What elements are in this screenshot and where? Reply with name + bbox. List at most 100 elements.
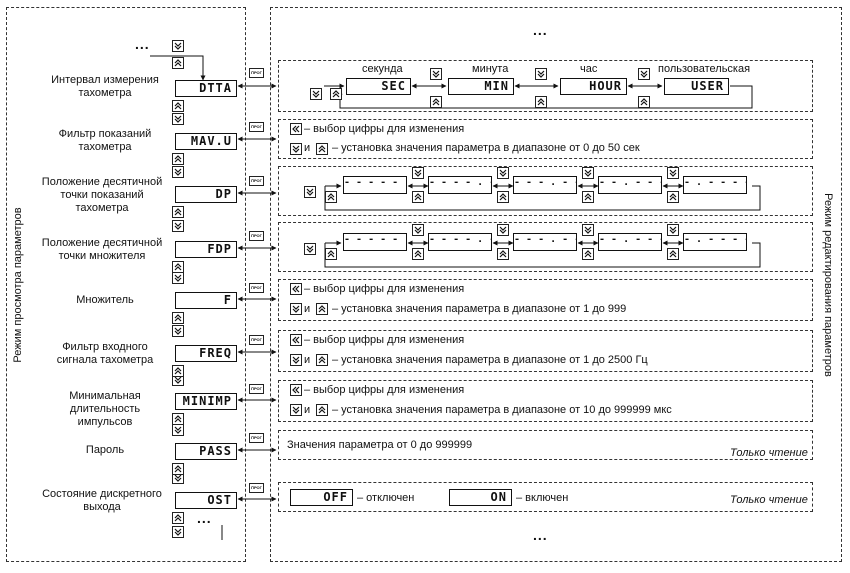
and-minimp: и <box>304 404 311 416</box>
interval-chain-down-a[interactable] <box>430 68 442 80</box>
left-up-key-top[interactable] <box>172 57 184 69</box>
fdp-chain-up-2[interactable] <box>497 248 509 260</box>
dp-chain-up-3[interactable] <box>582 191 594 203</box>
fdp-pattern-4: - - . - - - <box>598 233 662 251</box>
left-down-key-bottom[interactable] <box>172 526 184 538</box>
edit-box-f <box>278 279 813 321</box>
digit-select-mav: – выбор цифры для изменения <box>304 123 465 135</box>
dp-chain-down-3[interactable] <box>582 167 594 179</box>
dp-chain-up-1[interactable] <box>412 191 424 203</box>
fdp-chain-up-4[interactable] <box>667 248 679 260</box>
left-down-key-top[interactable] <box>172 40 184 52</box>
interval-chain-down-c[interactable] <box>638 68 650 80</box>
mav-up-key[interactable] <box>316 143 328 155</box>
prog-key-1[interactable]: ПРОГ <box>249 122 264 132</box>
ost-on-text: – включен <box>516 492 569 504</box>
fdp-pattern-2: - - - - . - <box>428 233 492 251</box>
left-up-key-8[interactable] <box>172 463 184 475</box>
fdp-chain-up-3[interactable] <box>582 248 594 260</box>
edit-box-freq <box>278 330 813 372</box>
freq-down-key[interactable] <box>290 354 302 366</box>
label-interval: Интервал измерения тахометра <box>51 74 159 99</box>
freq-digit-key[interactable] <box>290 334 302 346</box>
digit-select-minimp: – выбор цифры для изменения <box>304 384 465 396</box>
mav-down-key[interactable] <box>290 143 302 155</box>
left-up-key-6[interactable] <box>172 365 184 377</box>
left-up-key-3[interactable] <box>172 206 184 218</box>
dp-pattern-1: - - - - - . <box>343 176 407 194</box>
left-up-key-4[interactable] <box>172 261 184 273</box>
prog-key-4[interactable]: ПРОГ <box>249 283 264 293</box>
fdp-chain-down-1[interactable] <box>412 224 424 236</box>
and-mav: и <box>304 142 311 154</box>
label-freq: Фильтр входного сигнала тахометра <box>56 341 154 366</box>
display-mav: MAV.U <box>175 133 237 150</box>
edit-box-minimp <box>278 380 813 422</box>
left-down-key-7[interactable] <box>172 424 184 436</box>
freq-up-key[interactable] <box>316 354 328 366</box>
caption-user: пользовательская <box>658 63 751 75</box>
f-up-key[interactable] <box>316 303 328 315</box>
ellipsis-top-left: ... <box>135 36 150 52</box>
fdp-chain-down-3[interactable] <box>582 224 594 236</box>
display-ost-off: OFF <box>290 489 353 506</box>
minimp-digit-key[interactable] <box>290 384 302 396</box>
label-pass: Пароль <box>85 444 125 456</box>
dp-down-key[interactable] <box>304 186 316 198</box>
prog-key-2[interactable]: ПРОГ <box>249 176 264 186</box>
minimp-up-key[interactable] <box>316 404 328 416</box>
left-down-key-4[interactable] <box>172 272 184 284</box>
dp-chain-down-4[interactable] <box>667 167 679 179</box>
display-fdp: FDP <box>175 241 237 258</box>
left-down-key-2[interactable] <box>172 166 184 178</box>
prog-key-7[interactable]: ПРОГ <box>249 433 264 443</box>
left-up-key-7[interactable] <box>172 413 184 425</box>
fdp-up-key[interactable] <box>325 248 337 260</box>
left-up-key-2[interactable] <box>172 153 184 165</box>
interval-down-key[interactable] <box>310 88 322 100</box>
mav-digit-key[interactable] <box>290 123 302 135</box>
display-minimp: MINIMP <box>175 393 237 410</box>
dp-pattern-4: - - . - - - <box>598 176 662 194</box>
interval-chain-down-b[interactable] <box>535 68 547 80</box>
left-down-key-3[interactable] <box>172 220 184 232</box>
minimp-down-key[interactable] <box>290 404 302 416</box>
left-up-key-1[interactable] <box>172 100 184 112</box>
edit-box-ost <box>278 482 813 512</box>
left-down-key-8[interactable] <box>172 472 184 484</box>
fdp-down-key[interactable] <box>304 243 316 255</box>
display-hour: HOUR <box>560 78 627 95</box>
f-down-key[interactable] <box>290 303 302 315</box>
caption-min: минута <box>472 63 509 75</box>
display-min: MIN <box>448 78 514 95</box>
prog-key-6[interactable]: ПРОГ <box>249 384 264 394</box>
left-down-key-5[interactable] <box>172 325 184 337</box>
left-up-key-5[interactable] <box>172 312 184 324</box>
ellipsis-bottom-left: ... <box>197 510 212 526</box>
fdp-chain-down-2[interactable] <box>497 224 509 236</box>
fdp-chain-up-1[interactable] <box>412 248 424 260</box>
interval-chain-up-b[interactable] <box>535 96 547 108</box>
label-minimp: Минимальная длительность импульсов <box>69 390 141 428</box>
prog-key-0[interactable]: ПРОГ <box>249 68 264 78</box>
interval-chain-up-c[interactable] <box>638 96 650 108</box>
dp-up-key[interactable] <box>325 191 337 203</box>
range-f: – установка значения параметра в диапазо… <box>332 303 627 315</box>
edit-mode-panel <box>270 7 842 562</box>
f-digit-key[interactable] <box>290 283 302 295</box>
edit-box-pass <box>278 430 813 460</box>
prog-key-5[interactable]: ПРОГ <box>249 335 264 345</box>
fdp-chain-down-4[interactable] <box>667 224 679 236</box>
interval-chain-up-a[interactable] <box>430 96 442 108</box>
prog-key-8[interactable]: ПРОГ <box>249 483 264 493</box>
interval-up-key[interactable] <box>330 88 342 100</box>
left-down-key-1[interactable] <box>172 113 184 125</box>
dp-chain-down-2[interactable] <box>497 167 509 179</box>
dp-chain-up-4[interactable] <box>667 191 679 203</box>
prog-key-3[interactable]: ПРОГ <box>249 231 264 241</box>
caption-sec: секунда <box>362 63 403 75</box>
display-ost-on: ON <box>449 489 512 506</box>
dp-chain-up-2[interactable] <box>497 191 509 203</box>
dp-chain-down-1[interactable] <box>412 167 424 179</box>
left-up-key-9[interactable] <box>172 512 184 524</box>
